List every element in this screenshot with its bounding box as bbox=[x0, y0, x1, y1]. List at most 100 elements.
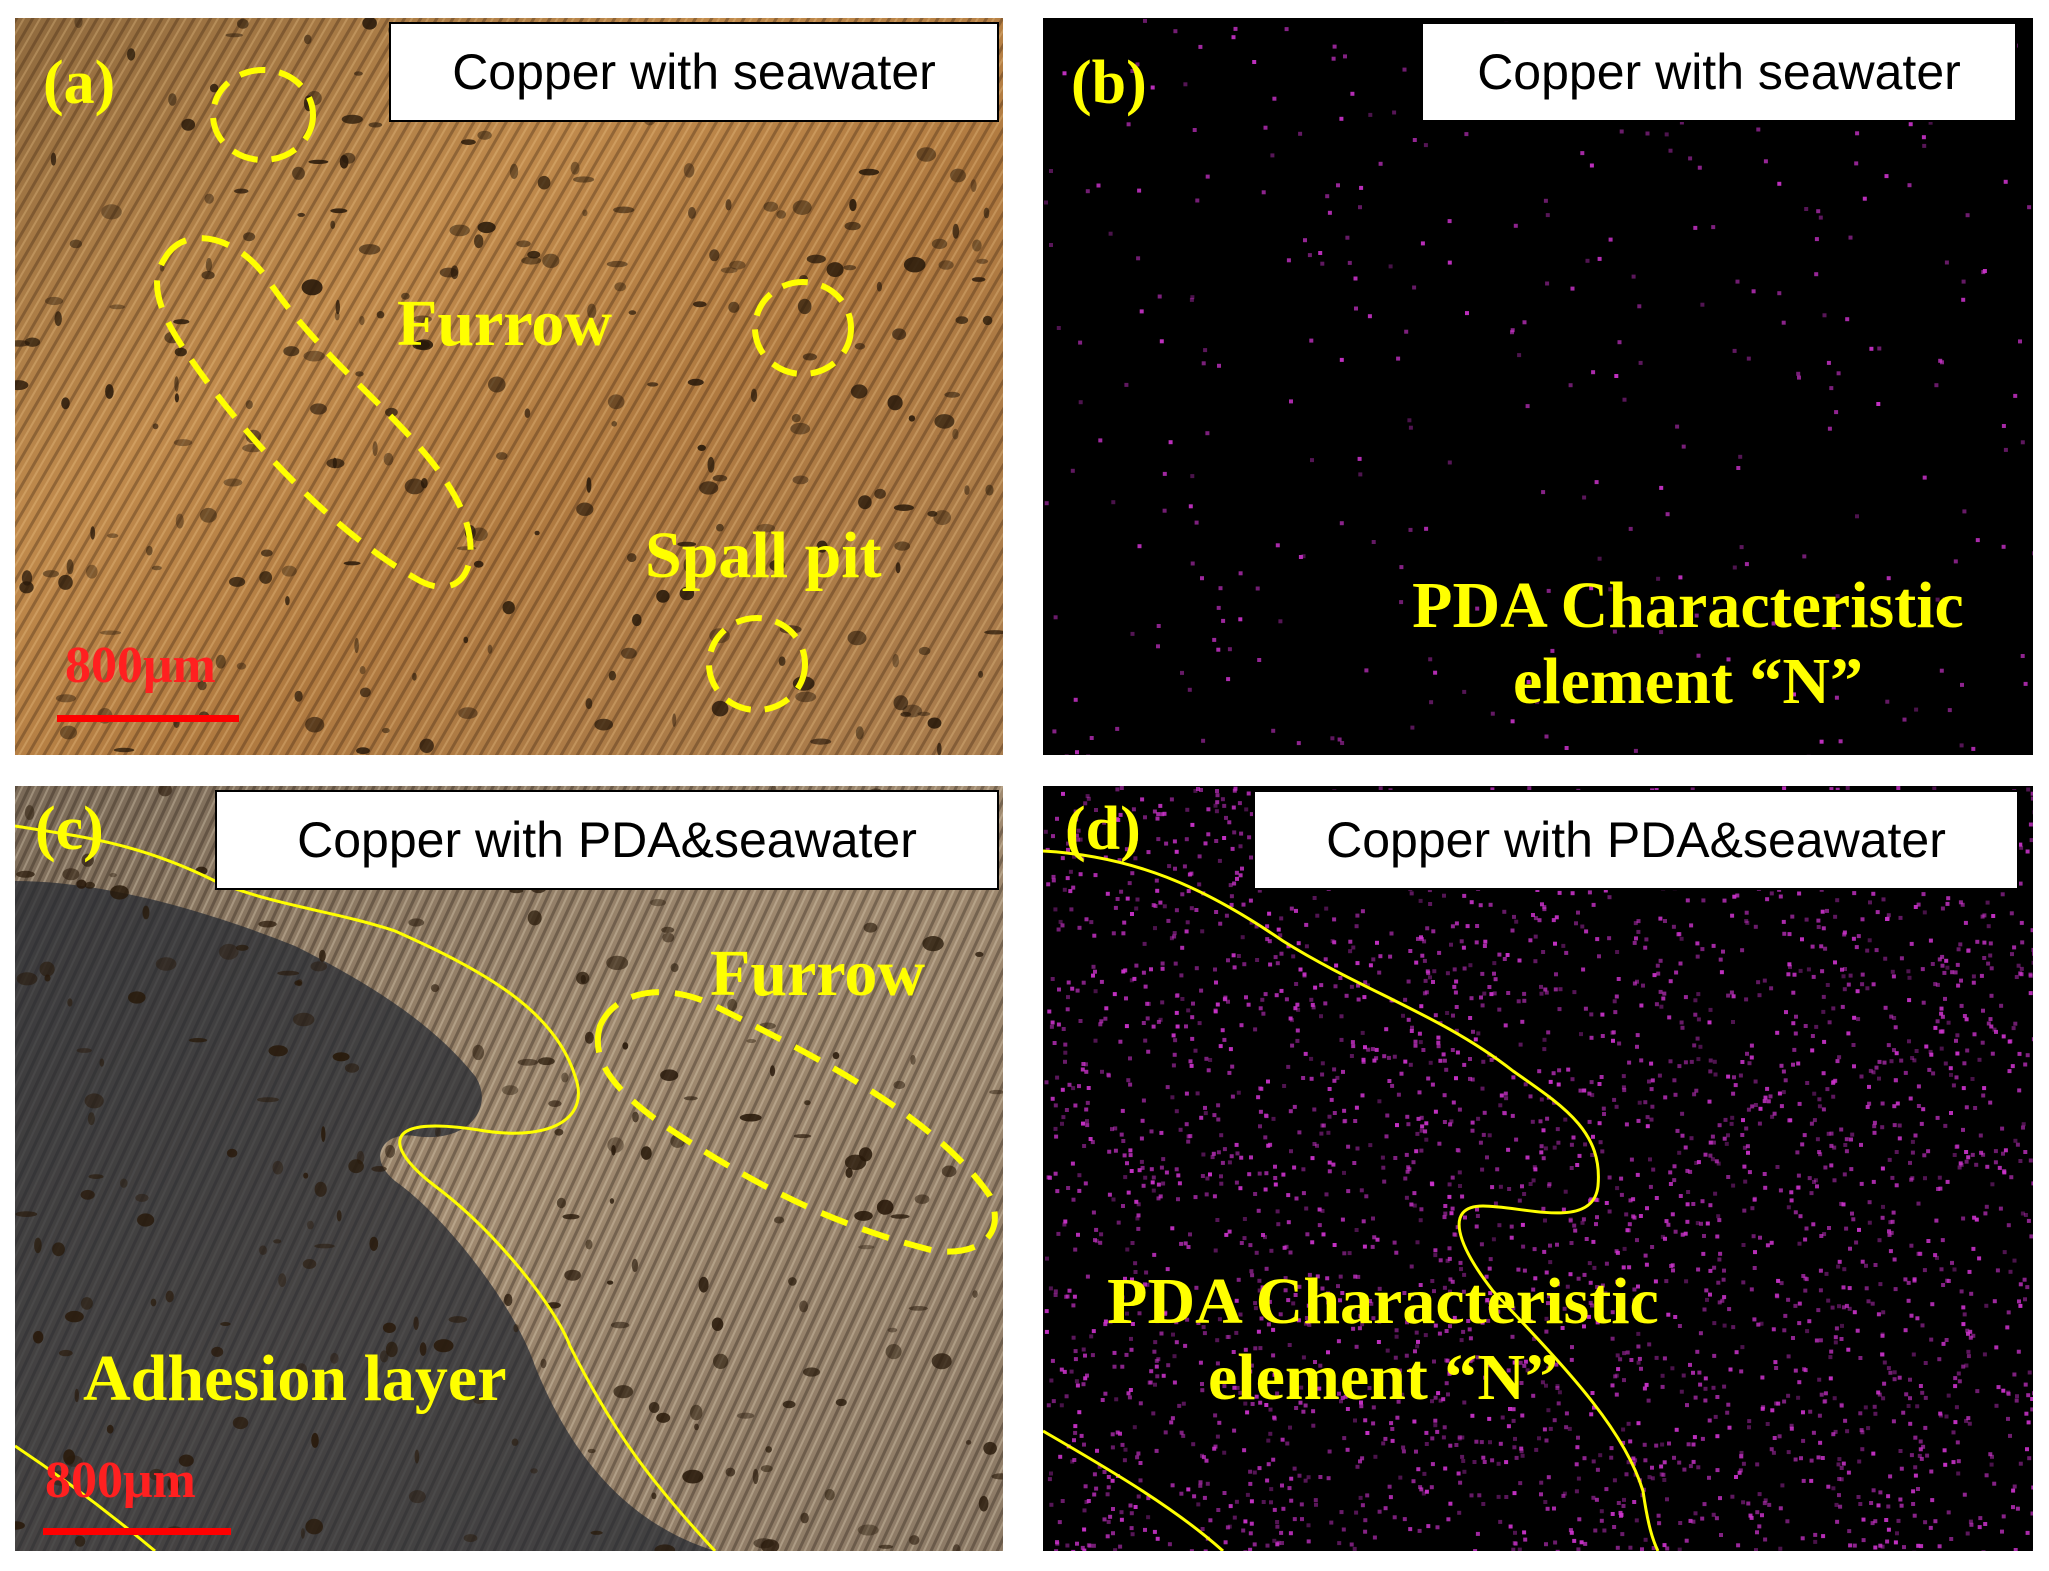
nitrogen-signal-dot bbox=[1895, 1531, 1899, 1536]
nitrogen-signal-dot bbox=[1075, 988, 1080, 993]
nitrogen-signal-dot bbox=[1071, 1086, 1076, 1091]
nitrogen-signal-dot bbox=[2025, 1285, 2030, 1290]
nitrogen-signal-dot bbox=[1053, 1171, 1058, 1176]
surface-pit bbox=[608, 670, 617, 681]
nitrogen-signal-dot bbox=[1542, 905, 1547, 910]
surface-pit bbox=[300, 1528, 305, 1539]
nitrogen-signal-dot bbox=[1065, 1007, 1070, 1012]
nitrogen-signal-dot bbox=[1700, 947, 1705, 952]
nitrogen-signal-dot bbox=[1201, 361, 1206, 366]
surface-pit bbox=[58, 1349, 73, 1357]
nitrogen-signal-dot bbox=[1689, 1059, 1694, 1064]
nitrogen-signal-dot bbox=[1110, 1478, 1115, 1483]
surface-pit bbox=[683, 558, 691, 572]
nitrogen-signal-dot bbox=[1078, 837, 1083, 842]
nitrogen-signal-dot bbox=[1203, 1105, 1207, 1110]
nitrogen-signal-dot bbox=[1793, 1457, 1798, 1462]
nitrogen-signal-dot bbox=[1160, 961, 1165, 966]
nitrogen-signal-dot bbox=[1837, 1055, 1842, 1060]
nitrogen-signal-dot bbox=[1139, 1159, 1144, 1164]
nitrogen-signal-dot bbox=[1201, 891, 1206, 896]
nitrogen-signal-dot bbox=[1192, 128, 1197, 132]
nitrogen-signal-dot bbox=[1077, 1084, 1081, 1089]
nitrogen-signal-dot bbox=[1880, 1352, 1884, 1357]
nitrogen-signal-dot bbox=[1736, 466, 1741, 470]
nitrogen-signal-dot bbox=[1174, 1109, 1179, 1114]
nitrogen-signal-dot bbox=[1722, 1136, 1727, 1141]
surface-pit bbox=[369, 1236, 379, 1251]
nitrogen-signal-dot bbox=[1448, 1443, 1453, 1448]
nitrogen-signal-dot bbox=[1317, 1207, 1322, 1212]
nitrogen-signal-dot bbox=[2013, 1138, 2018, 1143]
nitrogen-signal-dot bbox=[2026, 1218, 2031, 1223]
nitrogen-signal-dot bbox=[1354, 1510, 1359, 1515]
nitrogen-signal-dot bbox=[1765, 1422, 1770, 1426]
nitrogen-signal-dot bbox=[1435, 1525, 1440, 1530]
nitrogen-signal-dot bbox=[1893, 1025, 1898, 1030]
nitrogen-signal-dot bbox=[1842, 1267, 1847, 1272]
nitrogen-signal-dot bbox=[1399, 565, 1404, 570]
nitrogen-signal-dot bbox=[1935, 1255, 1939, 1260]
nitrogen-signal-dot bbox=[1939, 1267, 1944, 1272]
nitrogen-signal-dot bbox=[1886, 1366, 1891, 1371]
nitrogen-signal-dot bbox=[1165, 1085, 1170, 1090]
nitrogen-signal-dot bbox=[1119, 889, 1124, 894]
nitrogen-signal-dot bbox=[1796, 1185, 1801, 1190]
nitrogen-signal-dot bbox=[1414, 960, 1419, 965]
nitrogen-signal-dot bbox=[2028, 822, 2033, 827]
nitrogen-signal-dot bbox=[1092, 933, 1097, 938]
nitrogen-signal-dot bbox=[1758, 1235, 1762, 1240]
nitrogen-signal-dot bbox=[1765, 1243, 1770, 1248]
nitrogen-signal-dot bbox=[1234, 1142, 1239, 1147]
nitrogen-signal-dot bbox=[1888, 1474, 1893, 1479]
nitrogen-signal-dot bbox=[1050, 1020, 1055, 1025]
surface-pit bbox=[788, 1277, 797, 1286]
nitrogen-signal-dot bbox=[1121, 1139, 1126, 1143]
nitrogen-signal-dot bbox=[1983, 1522, 1988, 1526]
nitrogen-signal-dot bbox=[1619, 129, 1624, 134]
surface-pit bbox=[632, 1111, 639, 1123]
surface-pit bbox=[229, 576, 246, 587]
nitrogen-signal-dot bbox=[1972, 1032, 1977, 1037]
nitrogen-signal-dot bbox=[1855, 989, 1860, 994]
nitrogen-signal-dot bbox=[1413, 1039, 1418, 1044]
nitrogen-signal-dot bbox=[1360, 1093, 1365, 1098]
nitrogen-signal-dot bbox=[1136, 1494, 1141, 1499]
nitrogen-signal-dot bbox=[1771, 1450, 1776, 1455]
nitrogen-signal-dot bbox=[1612, 999, 1617, 1004]
surface-pit bbox=[362, 18, 377, 30]
nitrogen-signal-dot bbox=[1974, 1217, 1979, 1222]
nitrogen-signal-dot bbox=[1744, 1126, 1749, 1131]
nitrogen-signal-dot bbox=[1554, 972, 1558, 977]
nitrogen-signal-dot bbox=[1512, 1445, 1517, 1450]
nitrogen-signal-dot bbox=[1358, 1495, 1363, 1500]
nitrogen-signal-dot bbox=[1650, 1245, 1655, 1249]
nitrogen-signal-dot bbox=[1422, 1471, 1427, 1476]
surface-pit bbox=[413, 1316, 419, 1330]
nitrogen-signal-dot bbox=[1658, 989, 1663, 994]
nitrogen-signal-dot bbox=[1711, 1140, 1716, 1145]
nitrogen-signal-dot bbox=[1382, 1179, 1387, 1184]
nitrogen-signal-dot bbox=[1363, 1045, 1367, 1050]
nitrogen-signal-dot bbox=[1164, 1170, 1169, 1175]
nitrogen-signal-dot bbox=[1238, 844, 1243, 849]
nitrogen-signal-dot bbox=[1361, 1219, 1366, 1224]
nitrogen-signal-dot bbox=[1663, 1236, 1667, 1241]
nitrogen-signal-dot bbox=[1294, 908, 1298, 913]
nitrogen-signal-dot bbox=[1975, 939, 1980, 944]
nitrogen-signal-dot bbox=[1180, 997, 1185, 1001]
nitrogen-signal-dot bbox=[1981, 1093, 1986, 1098]
nitrogen-signal-dot bbox=[1502, 957, 1507, 961]
nitrogen-signal-dot bbox=[1143, 1038, 1148, 1043]
nitrogen-signal-dot bbox=[1676, 932, 1681, 937]
nitrogen-signal-dot bbox=[1092, 1472, 1097, 1477]
nitrogen-signal-dot bbox=[1865, 1105, 1870, 1109]
nitrogen-signal-dot bbox=[1392, 1054, 1397, 1059]
nitrogen-signal-dot bbox=[2006, 1223, 2011, 1228]
nitrogen-signal-dot bbox=[1173, 961, 1178, 966]
nitrogen-signal-dot bbox=[2010, 1064, 2015, 1069]
nitrogen-signal-dot bbox=[1860, 1259, 1865, 1264]
nitrogen-signal-dot bbox=[1065, 876, 1070, 881]
nitrogen-signal-dot bbox=[1093, 1238, 1097, 1243]
nitrogen-signal-dot bbox=[1273, 1164, 1277, 1169]
